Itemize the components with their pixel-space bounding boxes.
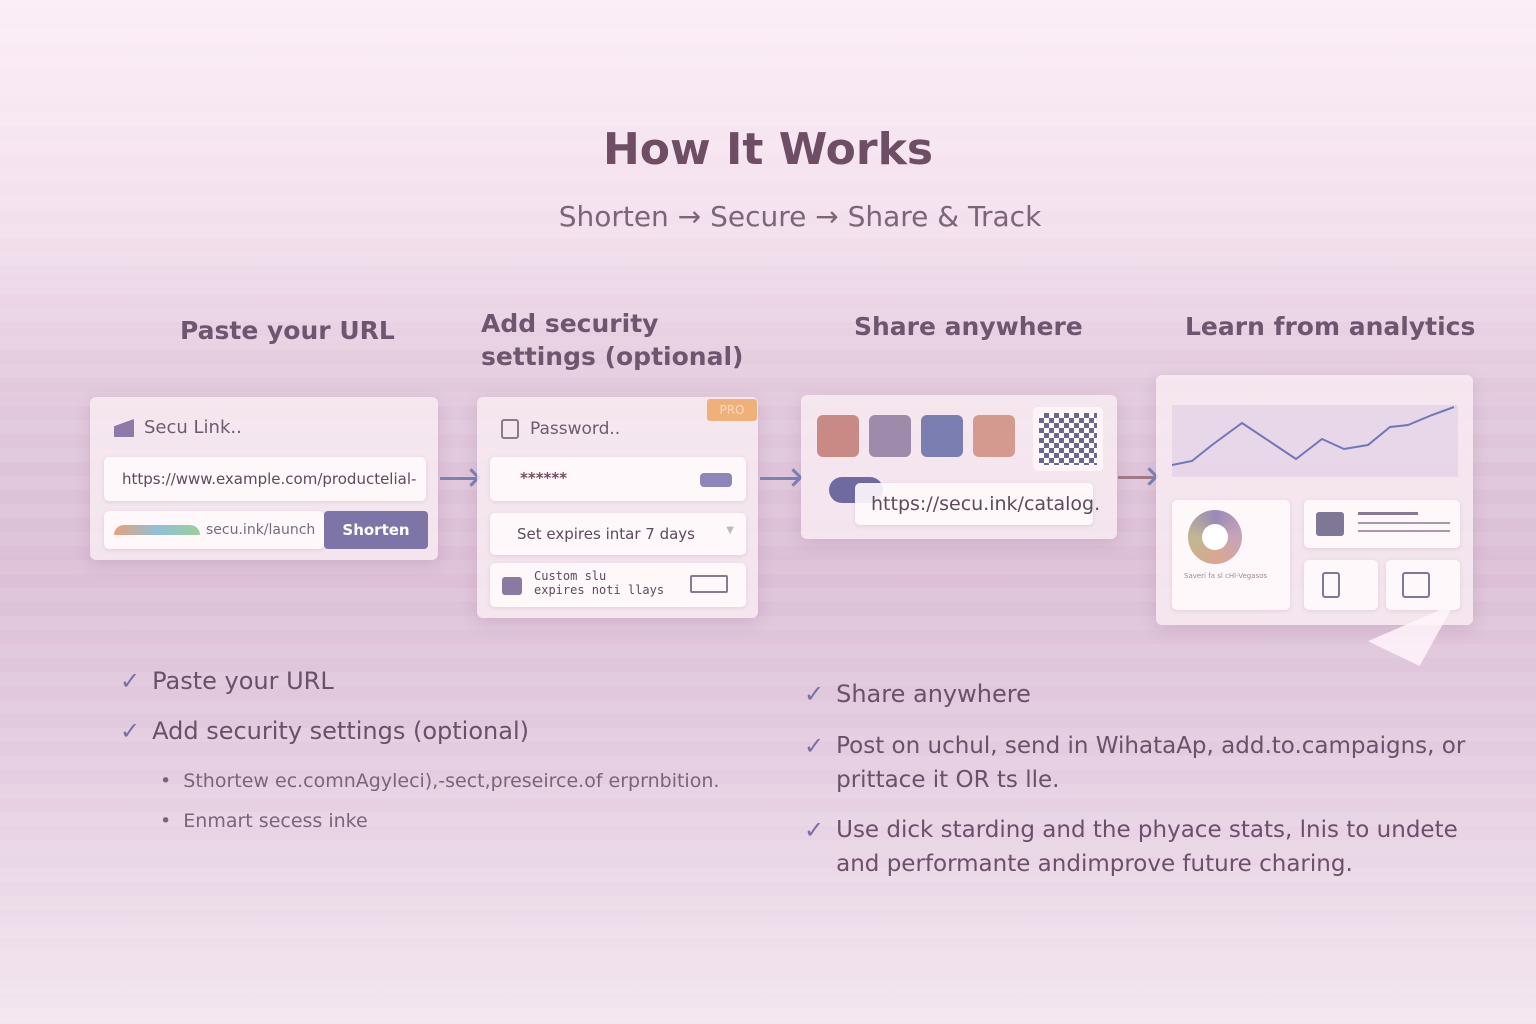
arrow-icon [760,477,798,480]
shorten-button[interactable]: Shorten [324,511,428,549]
arrow-icon [440,477,476,480]
donut-chart [1188,510,1242,564]
analytics-card: Saveri fa sl cHl-Vegasos [1156,375,1473,625]
arrow-icon [1118,476,1154,479]
check-item: ✓Add security settings (optional) [120,717,529,745]
check-item: ✓Post on uchul, send in WihataAp, add.to… [804,732,1466,793]
chevron-down-icon: ▼ [726,525,734,536]
card-header: Password.. [530,419,621,439]
step-title-3: Share anywhere [854,312,1083,341]
check-item: ✓Paste your URL [120,667,334,695]
expiry-value: Set expires intar 7 days [517,525,695,543]
donut-panel: Saveri fa sl cHl-Vegasos [1172,500,1290,610]
password-mask: ****** [520,469,568,487]
share-card: https://secu.ink/catalog. [801,395,1117,539]
security-card: PRO Password.. ****** Set expires intar … [477,397,758,618]
page-title: How It Works [602,124,934,175]
step-title-1: Paste your URL [180,316,395,345]
cloud-icon[interactable] [817,415,859,457]
filter-panel [1386,560,1460,610]
bullet-item: • Sthortew ec.comnAgyleci),-sect,preseir… [160,770,720,792]
mobile-panel [1304,560,1378,610]
expiry-select[interactable]: Set expires intar 7 days ▼ [490,513,746,555]
user-icon[interactable] [869,415,911,457]
trend-line [1172,406,1455,466]
info-icon [501,419,519,439]
video-panel [1304,500,1460,548]
short-url-field[interactable]: https://secu.ink/catalog. [855,483,1100,525]
toggle-icon[interactable] [700,473,732,487]
card-header: Secu Link.. [144,417,242,438]
mail-icon[interactable] [973,415,1015,457]
rainbow-decoration [114,525,200,535]
list-icon[interactable] [921,415,963,457]
bullet-item: • Enmart secess inke [160,810,368,832]
shorten-card: Secu Link.. secu.ink/launch Shorten [90,397,438,560]
phone-icon [1322,572,1340,598]
check-item: ✓Use dick starding and the phyace stats,… [804,816,1458,877]
donut-caption: Saveri fa sl cHl-Vegasos [1184,572,1268,580]
url-input[interactable] [104,457,426,501]
play-icon [1316,512,1344,536]
custom-expiry-label: expires noti llays [534,583,665,597]
pro-badge: PRO [707,399,757,421]
qr-code-icon[interactable] [1033,407,1103,471]
settings-icon [1402,572,1430,598]
step-title-2: Add security settings (optional) [481,309,744,371]
password-input[interactable]: ****** [490,457,746,501]
step-title-4: Learn from analytics [1185,312,1476,341]
line-chart [1172,405,1458,477]
link-icon [114,419,134,437]
custom-slug-label: Custom slu [534,569,607,583]
short-link-field: secu.ink/launch [104,511,324,549]
check-item: ✓Share anywhere [804,680,1031,708]
code-icon [690,575,728,593]
custom-slug-row[interactable]: Custom slu expires noti llays [490,563,746,607]
page-subtitle: Shorten → Secure → Share & Track [558,200,1042,233]
short-link-text: secu.ink/launch [206,522,316,538]
lock-icon [502,577,522,595]
